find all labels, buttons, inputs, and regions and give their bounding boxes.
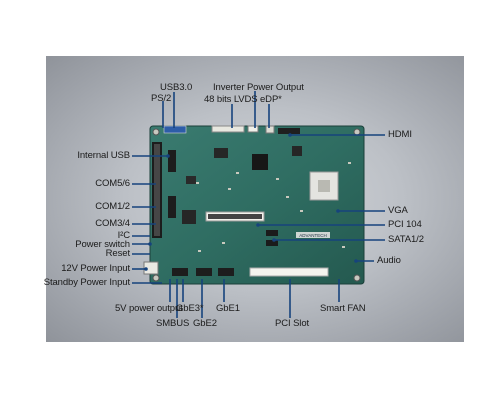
label-ps2: PS/2 <box>151 93 172 104</box>
leader-dots <box>144 133 358 271</box>
chip <box>214 148 228 158</box>
cpu-die <box>318 180 330 192</box>
label-inverter-power-output: Inverter Power Output <box>213 82 304 93</box>
gbe-connector <box>172 268 188 276</box>
usb30-connector <box>163 125 187 134</box>
mounting-hole <box>353 128 361 136</box>
power-connector <box>143 261 159 275</box>
gbe-connector <box>196 268 212 276</box>
logo-strip <box>296 232 330 238</box>
label-smbus: SMBUS <box>156 318 190 329</box>
edp-connector <box>265 125 275 134</box>
label-com56: COM5/6 <box>95 178 130 189</box>
board-silkscreen: ADVANTECH <box>299 233 326 238</box>
com-header-pins <box>154 144 160 236</box>
label-reset: Reset <box>105 248 130 259</box>
label-gbe1: GbE1 <box>216 303 240 314</box>
chip <box>292 146 302 156</box>
label-com12: COM1/2 <box>95 201 130 212</box>
hdmi-connector <box>278 128 300 134</box>
label-pci-slot: PCI Slot <box>275 318 310 329</box>
sata-connector <box>266 240 278 246</box>
label-internal-usb: Internal USB <box>77 150 130 161</box>
label-edp: eDP* <box>260 94 282 105</box>
label-usb30: USB3.0 <box>160 82 193 93</box>
chip <box>186 176 196 184</box>
label-i2c: I²C <box>117 230 130 241</box>
label-gbe3: GbE3* <box>176 303 204 314</box>
label-power-switch: Power switch <box>75 239 130 250</box>
sata-connector <box>266 230 278 236</box>
label-com34: COM3/4 <box>95 218 130 229</box>
label-smart-fan: Smart FAN <box>320 303 366 314</box>
label-sata12: SATA1/2 <box>388 234 424 245</box>
header <box>168 196 176 218</box>
mounting-hole <box>152 274 160 282</box>
motherboard <box>149 125 365 285</box>
gbe-connector <box>218 268 234 276</box>
chipset <box>252 154 268 170</box>
label-hdmi: HDMI <box>388 129 412 140</box>
mounting-hole <box>152 128 160 136</box>
leader-lines <box>132 91 385 318</box>
lvds-connector <box>211 125 245 133</box>
label-lvds: 48 bits LVDS <box>204 94 258 105</box>
label-12v-power-input: 12V Power Input <box>61 263 130 274</box>
components <box>196 162 351 252</box>
inverter-connector <box>247 125 259 133</box>
pci104-connector-pins <box>208 214 262 219</box>
label-audio: Audio <box>377 255 401 266</box>
pci-slot <box>249 267 329 277</box>
label-5v-power-output: 5V power output <box>115 303 183 314</box>
label-vga: VGA <box>388 205 408 216</box>
label-gbe2: GbE2 <box>193 318 217 329</box>
io-chip <box>182 210 196 224</box>
mounting-hole <box>353 274 361 282</box>
label-pci104: PCI 104 <box>388 219 422 230</box>
header <box>168 150 176 172</box>
label-standby-power-input: Standby Power Input <box>43 277 130 288</box>
